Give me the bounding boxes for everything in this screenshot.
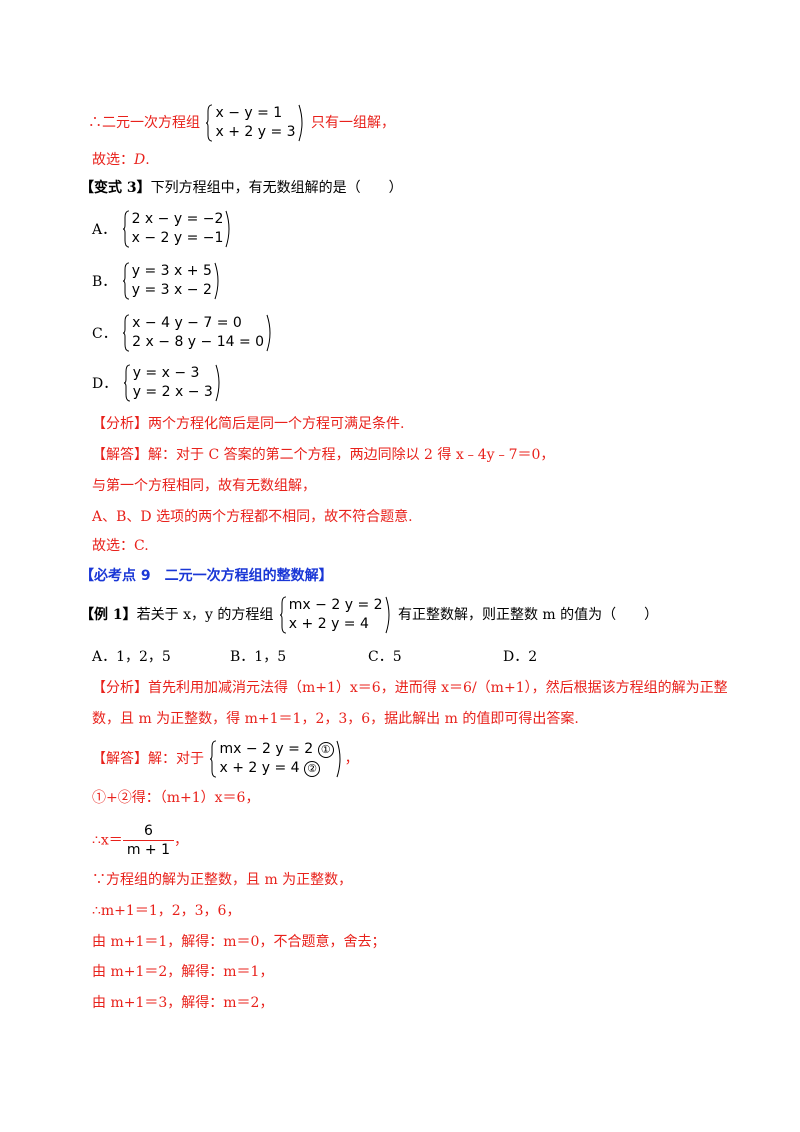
option-label: A． <box>92 222 117 238</box>
analysis-text: 两个方程化简后是同一个方程可满足条件. <box>148 416 405 432</box>
variant3-answer-1: 【解答】解：对于 C 答案的第二个方程，两边同除以 2 得 x﹣4y﹣7＝0， <box>92 445 554 465</box>
option-d: D． y = x − 3 y = 2 x − 3 <box>92 364 224 402</box>
equation-1: x − y = 1 <box>215 105 283 121</box>
conclusion-suffix: 只有一组解， <box>311 115 396 131</box>
equation-system: mx − 2 y = 2 ① x + 2 y = 4 ② <box>209 740 343 778</box>
step-5: 由 m+1＝1，解得：m＝0，不合题意，舍去； <box>92 934 386 950</box>
option-c: C． x − 4 y − 7 = 0 2 x − 8 y − 14 = 0 <box>92 314 275 352</box>
mark-1: ① <box>317 742 334 758</box>
variant3-analysis: 【分析】两个方程化简后是同一个方程可满足条件. <box>92 414 404 434</box>
option-equations: y = 3 x + 5 y = 3 x − 2 <box>122 262 222 300</box>
choose-end: . <box>145 152 150 168</box>
step-1: ①+②得：（m+1）x＝6， <box>92 790 260 806</box>
example1-analysis-2: 数，且 m 为正整数，得 m+1＝1，2，3，6，据此解出 m 的值即可得出答案… <box>92 711 579 727</box>
example1-option-a: A．1，2，5 <box>92 649 171 665</box>
example1-option-d: D．2 <box>503 649 538 665</box>
equation-system: x − y = 1 x + 2 y = 3 <box>205 104 305 142</box>
variant3-answer-3: A、B、D 选项的两个方程都不相同，故不符合题意. <box>92 509 413 525</box>
option-b: B． y = 3 x + 5 y = 3 x − 2 <box>92 262 223 300</box>
step-7: 由 m+1＝3，解得：m＝2， <box>92 995 274 1011</box>
example1-option-c: C．5 <box>368 649 402 665</box>
example1-answer-line: 【解答】解：对于 mx − 2 y = 2 ① x + 2 y = 4 ② ， <box>92 740 359 778</box>
equation-1: mx − 2 y = 2 <box>288 597 383 613</box>
option-equations: y = x − 3 y = 2 x − 3 <box>123 364 223 402</box>
equation-2: x + 2 y = 4 <box>288 616 369 632</box>
answer-prefix: 解：对于 <box>148 751 204 767</box>
analysis-tag: 【分析】 <box>92 680 148 696</box>
section-title: 【必考点 9 二元一次方程组的整数解】 <box>80 568 333 584</box>
option-equations: x − 4 y − 7 = 0 2 x − 8 y − 14 = 0 <box>122 314 274 352</box>
example1-option-b: B．1，5 <box>230 649 287 665</box>
variant3-question: 【变式 3】下列方程组中，有无数组解的是（ ） <box>80 178 403 198</box>
option-a: A． 2 x − y = −2 x − 2 y = −1 <box>92 210 234 248</box>
equation-1: y = 3 x + 5 <box>131 263 212 279</box>
step-6: 由 m+1＝2，解得：m＝1， <box>92 964 274 980</box>
example1-analysis-1: 【分析】首先利用加减消元法得（m+1）x＝6，进而得 x＝6/（m+1），然后根… <box>92 678 728 698</box>
variant3-answer-4: 故选：C. <box>92 538 149 554</box>
variant3-text: 下列方程组中，有无数组解的是（ ） <box>150 180 403 196</box>
variant3-tag: 【变式 3】 <box>80 180 151 196</box>
equation-2: x + 2 y = 3 <box>215 124 296 140</box>
variant3-answer-2: 与第一个方程相同，故有无数组解， <box>92 478 316 494</box>
option-label: C． <box>92 326 117 342</box>
example1-tag: 【例 1】 <box>80 607 137 623</box>
analysis-text: 首先利用加减消元法得（m+1）x＝6，进而得 x＝6/（m+1），然后根据该方程… <box>148 680 728 696</box>
answer-tag: 【解答】 <box>92 447 148 463</box>
conclusion-prefix: ∴二元一次方程组 <box>88 115 200 131</box>
equation-1: x − 4 y − 7 = 0 <box>132 315 242 331</box>
mark-2: ② <box>304 761 321 777</box>
answer-tag: 【解答】 <box>92 751 148 767</box>
example1-suffix: 有正整数解，则正整数 m 的值为（ ） <box>397 607 659 623</box>
answer-suffix: ， <box>344 751 359 767</box>
example1-prefix: 若关于 x，y 的方程组 <box>136 607 274 623</box>
equation-1: y = x − 3 <box>132 365 200 381</box>
option-label: D． <box>92 376 118 392</box>
choose-line: 故选：D. <box>92 150 150 170</box>
fraction-numerator: 6 <box>122 822 174 841</box>
step-2-suffix: ， <box>174 832 188 849</box>
equation-2: 2 x − 8 y − 14 = 0 <box>132 334 265 350</box>
equation-2: x − 2 y = −1 <box>131 230 224 246</box>
equation-text: mx − 2 y = 2 <box>219 741 314 757</box>
equation-2: y = 3 x − 2 <box>131 282 212 298</box>
analysis-tag: 【分析】 <box>92 416 148 432</box>
answer-text: 解：对于 C 答案的第二个方程，两边同除以 2 得 x﹣4y﹣7＝0， <box>148 447 555 463</box>
equation-text: x + 2 y = 4 <box>219 760 300 776</box>
choose-value: D <box>134 152 146 168</box>
step-3: ∵方程组的解为正整数，且 m 为正整数， <box>92 872 353 888</box>
example1-question: 【例 1】若关于 x，y 的方程组 mx − 2 y = 2 x + 2 y =… <box>80 596 658 634</box>
equation-system: mx − 2 y = 2 x + 2 y = 4 <box>279 596 393 634</box>
equation-1: 2 x − y = −2 <box>131 211 224 227</box>
step-4: ∴m+1＝1，2，3，6， <box>92 903 241 919</box>
option-equations: 2 x − y = −2 x − 2 y = −1 <box>122 210 234 248</box>
equation-1: mx − 2 y = 2 ① <box>219 740 334 759</box>
equation-2: y = 2 x − 3 <box>132 384 213 400</box>
fraction-denominator: m + 1 <box>126 842 170 858</box>
equation-2: x + 2 y = 4 ② <box>219 759 333 778</box>
step-2-prefix: ∴x＝ <box>92 832 123 849</box>
option-label: B． <box>92 274 117 290</box>
choose-label: 故选： <box>92 152 134 168</box>
conclusion-line: ∴二元一次方程组 x − y = 1 x + 2 y = 3 只有一组解， <box>88 104 395 142</box>
